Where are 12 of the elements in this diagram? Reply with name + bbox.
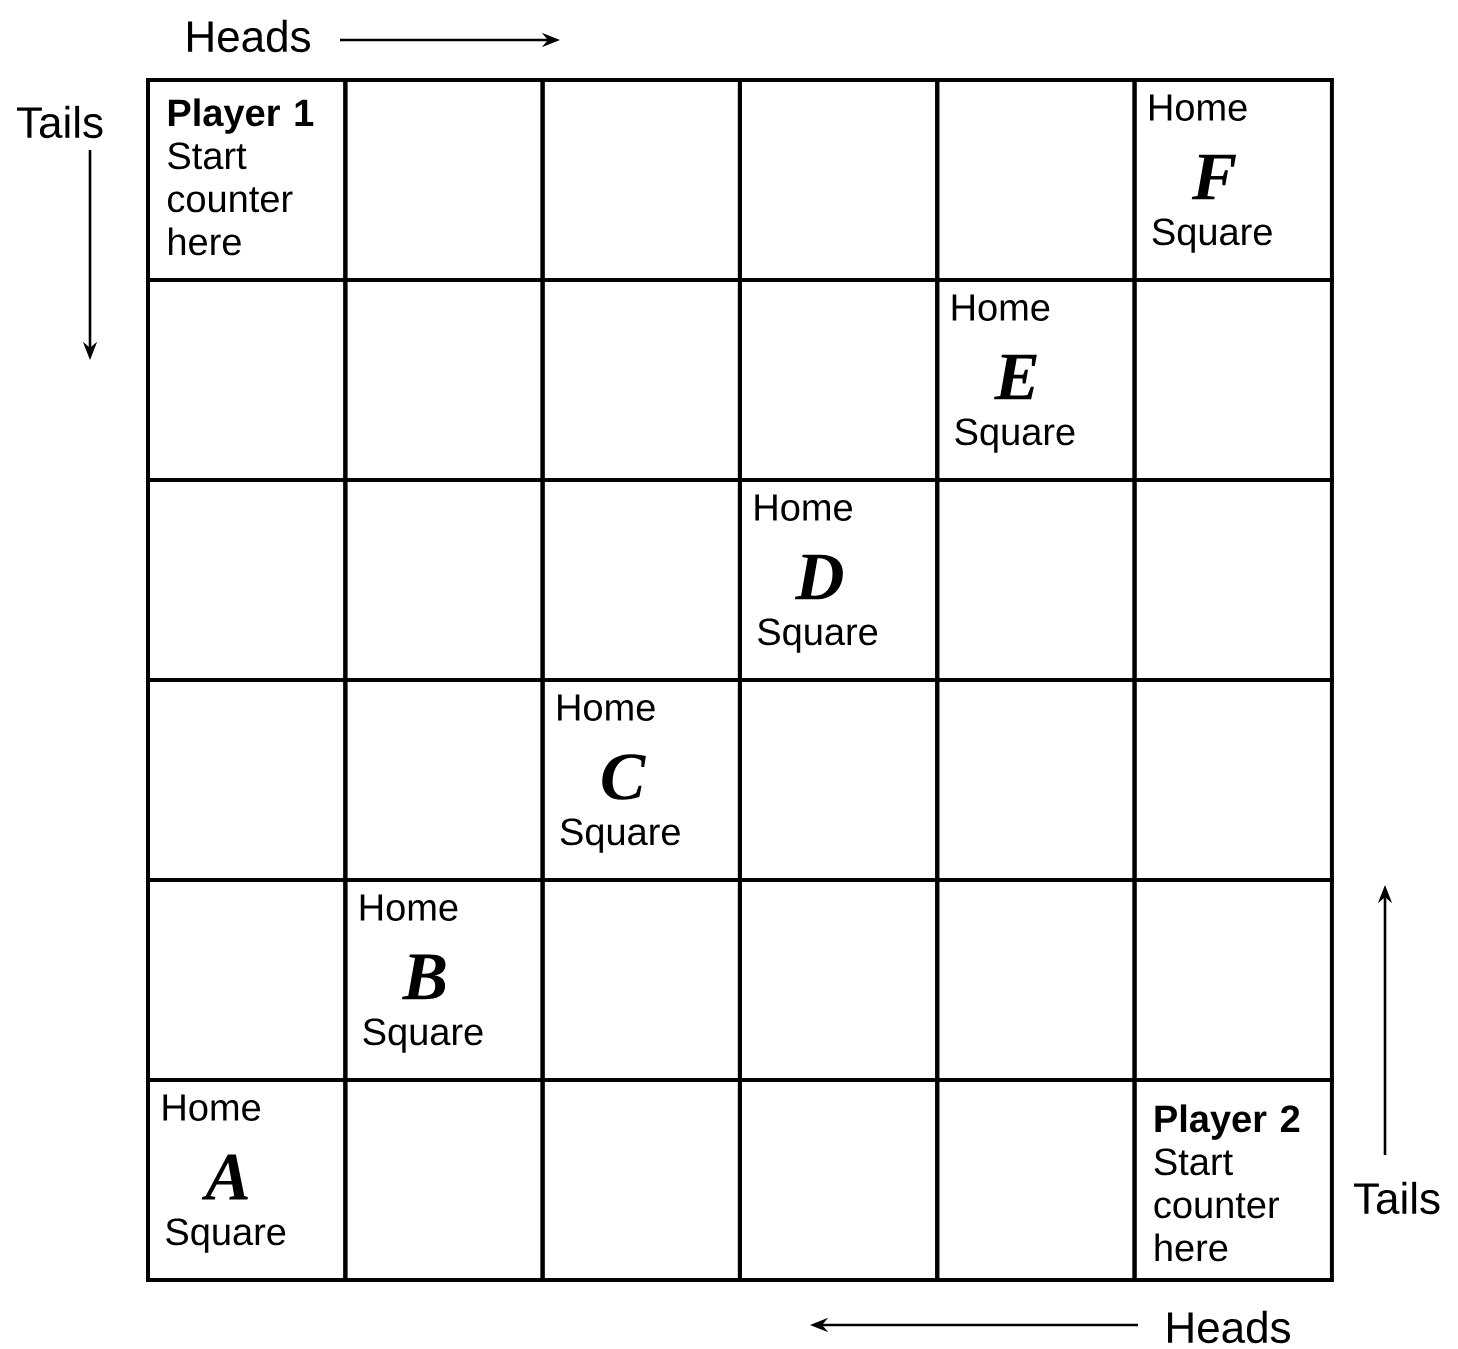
board-square: Player 1 Start counter here <box>146 78 348 282</box>
board-square: Home E Square <box>935 278 1137 482</box>
direction-label: Heads <box>1168 1310 1290 1344</box>
direction-label: Tails <box>17 105 103 139</box>
board-square: Home D Square <box>737 478 940 682</box>
direction-label: Tails <box>1354 1181 1440 1215</box>
direction-label: Heads <box>188 19 310 53</box>
board-square: Player 2 Start counter here <box>1132 1078 1334 1282</box>
board-square: Home A Square <box>146 1078 348 1282</box>
board-square: Home F Square <box>1132 78 1334 282</box>
board-square: Home B Square <box>343 878 545 1082</box>
board-square: Home C Square <box>540 678 742 882</box>
